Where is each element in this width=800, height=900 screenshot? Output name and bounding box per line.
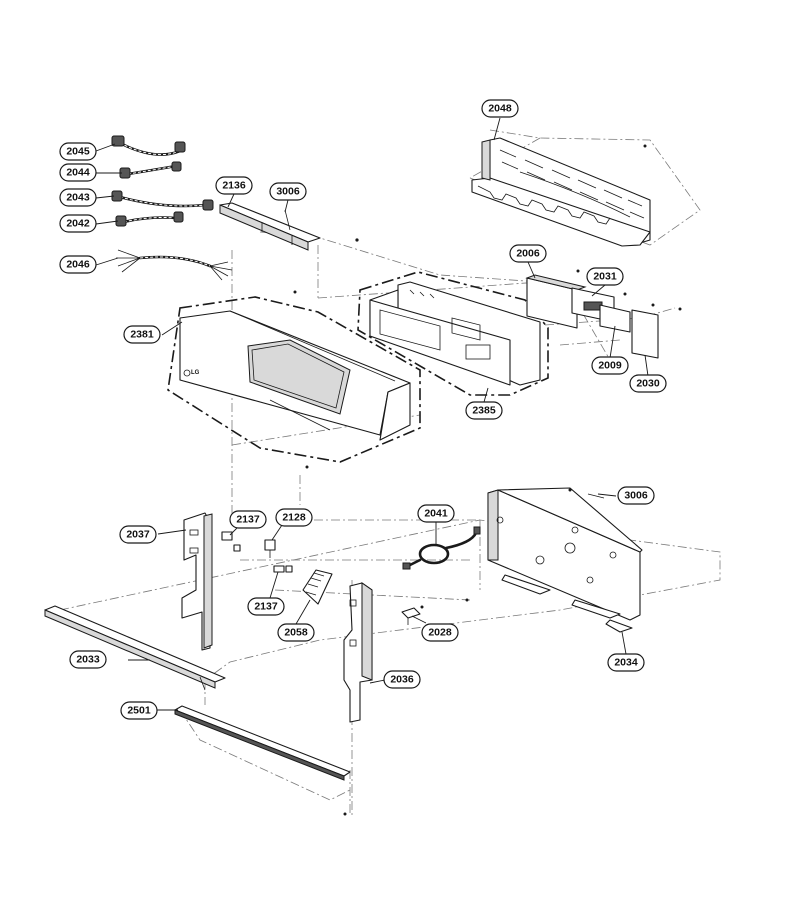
svg-text:2031: 2031 — [593, 271, 617, 283]
callout-2030: 2030 — [629, 374, 667, 393]
callout-2041: 2041 — [417, 504, 455, 523]
callout-3006-top: 3006 — [269, 182, 307, 201]
harness-2041 — [402, 526, 481, 570]
svg-text:2006: 2006 — [516, 248, 540, 260]
clip-2137-top — [221, 531, 241, 552]
control-board-2385 — [369, 281, 541, 386]
callout-2042: 2042 — [59, 214, 97, 233]
wire-harness-2044 — [119, 161, 182, 179]
callout-3006-right: 3006 — [617, 486, 655, 505]
side-bracket-2036 — [343, 582, 373, 723]
side-bracket-2037 — [181, 512, 213, 651]
wire-harness-2046 — [116, 249, 233, 281]
callout-2037: 2037 — [119, 525, 157, 544]
svg-text:2501: 2501 — [127, 705, 151, 717]
callout-2033: 2033 — [69, 650, 107, 669]
svg-text:3006: 3006 — [276, 186, 300, 198]
callout-2501: 2501 — [120, 701, 158, 720]
svg-text:2058: 2058 — [284, 627, 308, 639]
callout-2044: 2044 — [59, 163, 97, 182]
svg-text:3006: 3006 — [624, 490, 648, 502]
bracket-2028 — [401, 605, 424, 625]
callout-2006: 2006 — [509, 244, 547, 263]
cover-2030 — [631, 307, 682, 359]
board-2009 — [599, 303, 655, 333]
svg-text:2030: 2030 — [636, 378, 660, 390]
callout-leaders — [95, 117, 649, 711]
terminal-block-2058 — [302, 569, 333, 605]
svg-text:2137: 2137 — [254, 601, 278, 613]
svg-text:2043: 2043 — [66, 192, 90, 204]
svg-text:2037: 2037 — [126, 529, 150, 541]
callout-2136: 2136 — [215, 176, 253, 195]
svg-text:2046: 2046 — [66, 259, 90, 271]
svg-text:2381: 2381 — [130, 329, 154, 341]
callout-2137-top: 2137 — [229, 510, 267, 529]
callout-2058: 2058 — [277, 623, 315, 642]
svg-text:2137: 2137 — [236, 514, 260, 526]
brand-mark: LG — [191, 370, 200, 376]
boundary-2381 — [167, 296, 421, 463]
callout-2381: 2381 — [123, 325, 161, 344]
rear-frame-2034 — [465, 487, 643, 633]
control-panel-2381: LG — [179, 290, 411, 469]
svg-text:2028: 2028 — [428, 627, 452, 639]
svg-text:2045: 2045 — [66, 146, 90, 158]
svg-text:2034: 2034 — [614, 657, 638, 669]
front-rail-2033 — [44, 605, 226, 691]
svg-text:2042: 2042 — [66, 218, 90, 230]
svg-text:2048: 2048 — [488, 103, 512, 115]
wire-harness-2045 — [111, 135, 186, 156]
callout-2031: 2031 — [586, 267, 624, 286]
callout-2045: 2045 — [59, 142, 97, 161]
rear-vent-panel-2048 — [471, 137, 651, 346]
svg-text:2136: 2136 — [222, 180, 246, 192]
callout-2128: 2128 — [275, 508, 313, 527]
callout-2009: 2009 — [591, 356, 629, 375]
svg-text:2009: 2009 — [598, 360, 622, 372]
callout-2043: 2043 — [59, 188, 97, 207]
callout-2046: 2046 — [59, 255, 97, 274]
svg-text:2128: 2128 — [282, 512, 306, 524]
bottom-trim-2501 — [174, 705, 351, 816]
callout-2385: 2385 — [465, 401, 503, 420]
svg-text:2033: 2033 — [76, 654, 100, 666]
svg-text:2041: 2041 — [424, 508, 448, 520]
wire-harness-2042 — [115, 211, 184, 227]
callout-2137-bottom: 2137 — [247, 597, 285, 616]
svg-text:2385: 2385 — [472, 405, 496, 417]
callout-2036: 2036 — [383, 670, 421, 689]
bracket-2136 — [219, 202, 359, 251]
callout-2028: 2028 — [421, 623, 459, 642]
svg-text:2044: 2044 — [66, 167, 90, 179]
boundary-2385 — [357, 271, 549, 396]
clip-2137-bottom — [273, 565, 293, 573]
board-2006 — [525, 269, 587, 329]
callout-2034: 2034 — [607, 653, 645, 672]
wire-harness-2043 — [111, 190, 214, 211]
svg-text:2036: 2036 — [390, 674, 414, 686]
clip-2128 — [264, 539, 276, 558]
callout-2048: 2048 — [481, 99, 519, 118]
